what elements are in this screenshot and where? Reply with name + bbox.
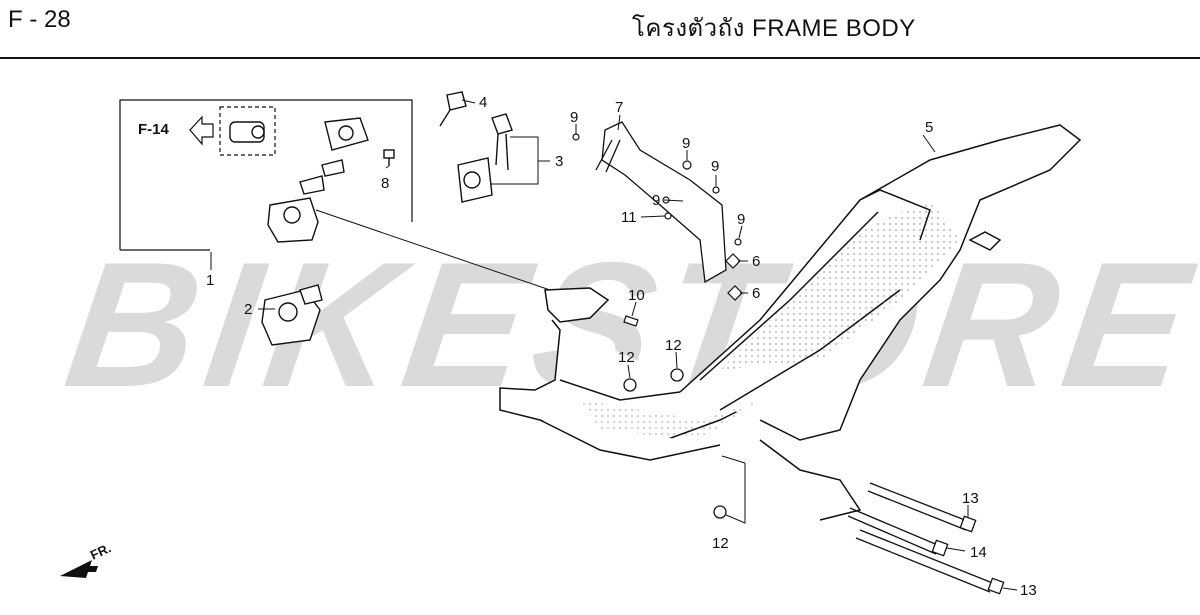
callout-13b: 13 — [1020, 582, 1037, 599]
callout-10: 10 — [628, 287, 645, 304]
callout-4: 4 — [479, 94, 487, 111]
page-title: โครงตัวถัง FRAME BODY — [632, 15, 916, 42]
callout-9e: 9 — [737, 211, 745, 228]
callout-5: 5 — [925, 119, 933, 136]
frame-hatching-lower — [580, 400, 760, 440]
callout-9d: 9 — [652, 192, 660, 209]
front-marker-label: FR. — [88, 540, 113, 562]
callout-9a: 9 — [570, 109, 578, 126]
f14-reference-label: F-14 — [138, 121, 170, 138]
page-code: F - 28 — [8, 6, 71, 33]
callout-6b: 6 — [752, 285, 760, 302]
long-bolts — [847, 482, 1005, 595]
page-header: F - 28 โครงตัวถัง FRAME BODY — [0, 0, 1200, 59]
callout-7: 7 — [615, 99, 623, 116]
callout-2: 2 — [244, 301, 252, 318]
seat-lock-cylinder — [229, 121, 265, 143]
callout-11: 11 — [621, 209, 637, 226]
callout-14: 14 — [970, 544, 987, 561]
frame-hatching — [720, 200, 960, 370]
kit-parts — [229, 117, 395, 243]
callout-12c: 12 — [712, 535, 729, 552]
bracket-7 — [595, 121, 727, 284]
callout-6a: 6 — [752, 253, 760, 270]
kit-keys — [299, 159, 345, 195]
callout-1: 1 — [206, 272, 214, 289]
reference-arrow-icon — [189, 115, 214, 146]
header-divider — [0, 57, 1200, 59]
ignition-switch-2 — [261, 284, 323, 346]
nuts-12 — [623, 368, 727, 519]
callout-8: 8 — [381, 175, 389, 192]
front-arrow-icon — [60, 560, 98, 578]
callout-labels: 1 2 3 4 5 6 6 7 8 9 9 9 9 9 10 11 12 12 … — [206, 94, 1037, 599]
leader-lines — [210, 99, 1018, 591]
callout-9c: 9 — [711, 158, 719, 175]
callout-9b: 9 — [682, 135, 690, 152]
seat-lock-cover — [324, 117, 369, 151]
front-direction-marker: FR. — [60, 540, 113, 578]
ignition-switch-1 — [267, 197, 319, 243]
callout-3: 3 — [555, 153, 563, 170]
callout-12a: 12 — [618, 349, 635, 366]
ignition-kit-box — [119, 99, 413, 251]
callout-13a: 13 — [962, 490, 979, 507]
callout-12b: 12 — [665, 337, 682, 354]
keys-and-cover — [439, 91, 513, 203]
screw-8 — [383, 149, 395, 166]
f14-reference: F-14 — [138, 115, 214, 146]
